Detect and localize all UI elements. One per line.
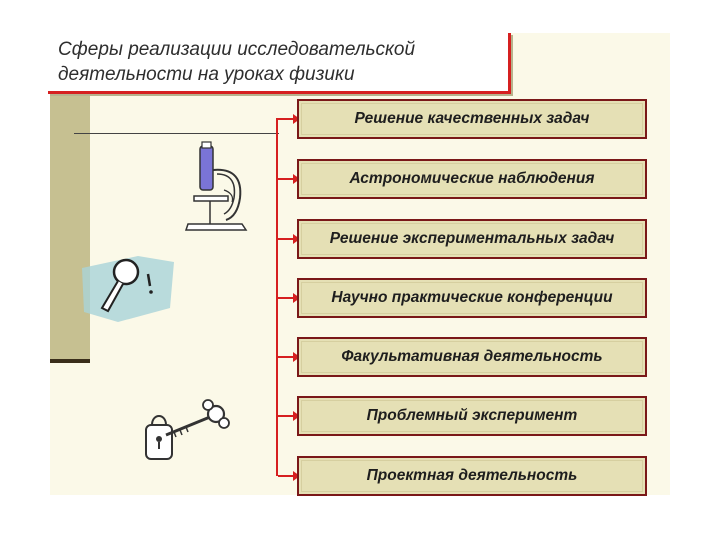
magnifier-icon — [82, 256, 174, 322]
title-box: Сферы реализации исследовательской деяте… — [48, 33, 511, 94]
connector-arrow — [278, 411, 300, 421]
side-strip-edge — [50, 359, 90, 363]
lock-and-key-icon — [145, 399, 230, 460]
item-box: Решение качественных задач — [297, 99, 647, 139]
item-box: Проблемный эксперимент — [297, 396, 647, 436]
item-box: Решение экспериментальных задач — [297, 219, 647, 259]
connector-arrow — [278, 114, 300, 124]
microscope-icon — [184, 141, 248, 231]
item-box: Проектная деятельность — [297, 456, 647, 496]
connector-arrow — [278, 234, 300, 244]
divider-line — [74, 133, 279, 134]
item-box: Факультативная деятельность — [297, 337, 647, 377]
connector-arrow — [278, 293, 300, 303]
slide-title: Сферы реализации исследовательской деяте… — [58, 39, 416, 85]
connector-arrow — [278, 471, 300, 481]
item-box: Научно практические конференции — [297, 278, 647, 318]
side-strip — [50, 92, 90, 362]
connector-arrow — [278, 352, 300, 362]
connector-trunk — [276, 118, 278, 476]
connector-arrow — [278, 174, 300, 184]
item-box: Астрономические наблюдения — [297, 159, 647, 199]
